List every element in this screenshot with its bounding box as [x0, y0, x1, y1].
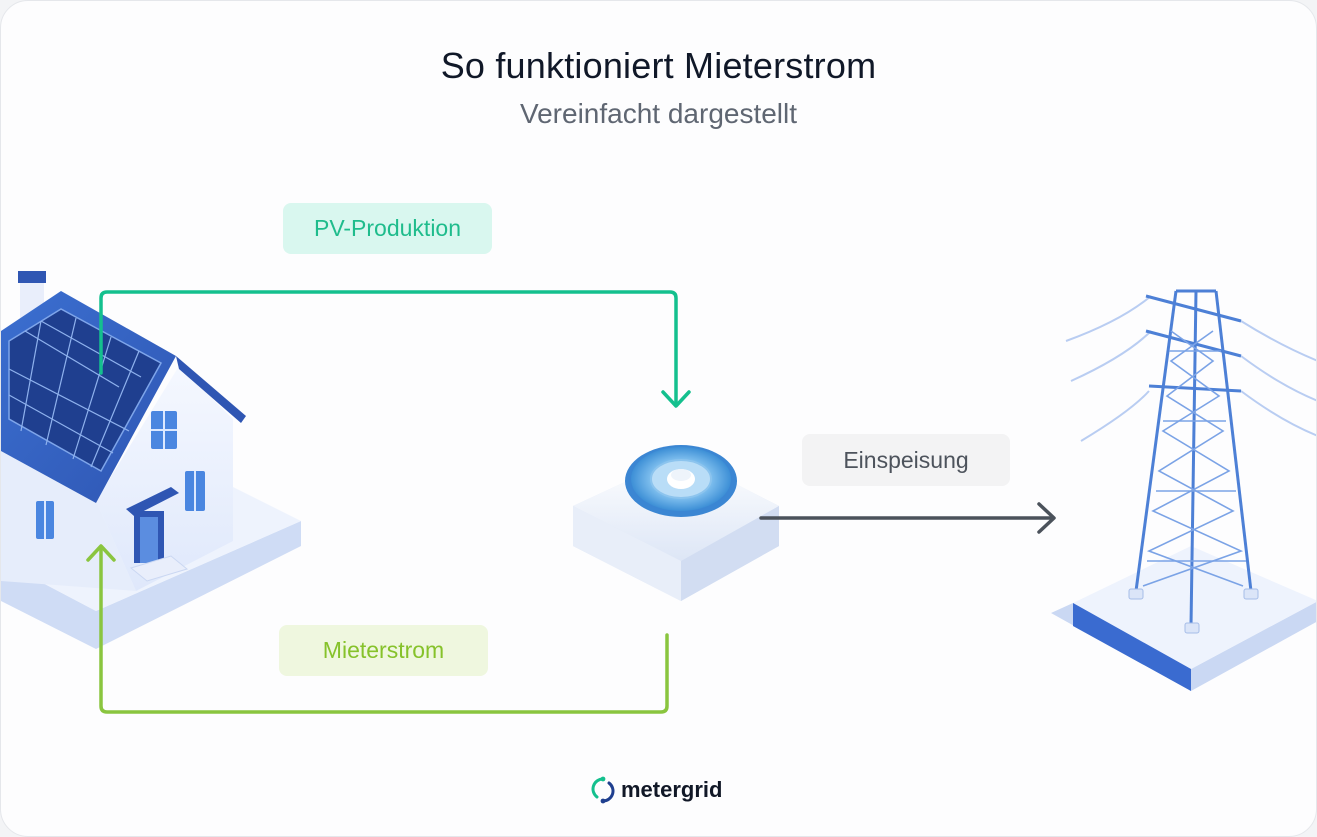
einspeisung-label: Einspeisung [802, 434, 1010, 486]
meter-illustration [573, 445, 779, 601]
pv-production-label: PV-Produktion [283, 203, 492, 254]
einspeisung-flow-arrow [759, 502, 1056, 534]
page-subtitle: Vereinfacht dargestellt [519, 98, 798, 129]
house-illustration [1, 271, 301, 649]
pylon-illustration [1051, 289, 1316, 691]
metergrid-logo-icon [591, 776, 615, 804]
mieterstrom-flow-arrow [86, 544, 669, 714]
metergrid-logo: metergrid [591, 774, 722, 806]
pv-flow-arrow [99, 290, 691, 408]
page-title: So funktioniert Mieterstrom [440, 45, 877, 86]
metergrid-logo-text: metergrid [621, 777, 723, 802]
mieterstrom-label: Mieterstrom [279, 625, 488, 676]
